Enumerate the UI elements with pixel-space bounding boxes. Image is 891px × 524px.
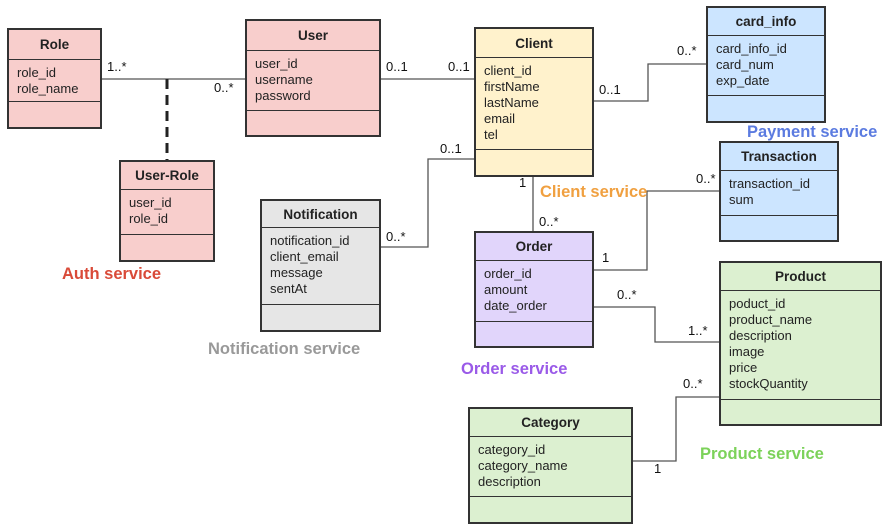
multiplicity-label: 1: [519, 175, 527, 190]
multiplicity-label: 0..1: [599, 82, 621, 97]
entity-attribute: client_id: [484, 63, 532, 78]
multiplicity-label: 0..*: [677, 43, 697, 58]
multiplicity-label: 0..*: [386, 229, 406, 244]
entity-title: card_info: [708, 8, 824, 36]
multiplicity-label: 0..1: [440, 141, 462, 156]
edge-order-transaction: [594, 190, 719, 271]
entity-attribute: exp_date: [716, 73, 770, 88]
service-label-notification: Notification service: [208, 340, 361, 358]
service-label-order: Order service: [461, 360, 568, 378]
edge-client-card-info: [594, 63, 706, 102]
entity-title: Order: [476, 233, 592, 261]
entity-title: User-Role: [121, 162, 213, 190]
entity-attribute: lastName: [484, 95, 539, 110]
entity-title: User: [247, 21, 379, 51]
entity-attribute: role_id: [17, 65, 57, 80]
multiplicity-label: 1: [602, 250, 610, 265]
entity-title: Role: [9, 30, 100, 60]
entity-attribute: date_order: [484, 298, 547, 313]
entity-attribute: tel: [484, 127, 498, 142]
multiplicity-label: 0..1: [448, 59, 470, 74]
edge-product-category: [633, 396, 719, 462]
multiplicity-label: 1..*: [107, 59, 127, 74]
entity-attribute: user_id: [255, 56, 298, 71]
entity-attribute: username: [255, 72, 313, 87]
entity-attribute: email: [484, 111, 516, 126]
multiplicity-label: 0..*: [683, 376, 703, 391]
multiplicity-label: 0..*: [696, 171, 716, 186]
entity-attribute: notification_id: [270, 233, 350, 248]
entity-attribute: category_id: [478, 442, 546, 457]
multiplicity-label: 0..*: [539, 214, 559, 229]
entity-attribute: card_info_id: [716, 41, 787, 56]
entity-attribute: amount: [484, 282, 528, 297]
entity-attribute: role_id: [129, 211, 169, 226]
entity-attribute: sentAt: [270, 281, 307, 296]
entity-attribute: poduct_id: [729, 296, 786, 311]
entity-title: Client: [476, 29, 592, 58]
entity-attribute: password: [255, 88, 311, 103]
entity-attribute: product_name: [729, 312, 813, 327]
entity-attribute: user_id: [129, 195, 172, 210]
entity-title: Notification: [262, 201, 379, 228]
entity-attribute: firstName: [484, 79, 540, 94]
multiplicity-label: 1: [654, 461, 662, 476]
edge-order-product: [594, 306, 719, 343]
entity-title: Transaction: [721, 143, 837, 171]
multiplicity-label: 0..1: [386, 59, 408, 74]
multiplicity-label: 0..*: [617, 287, 637, 302]
entity-attribute: description: [729, 328, 792, 343]
entity-attribute: message: [270, 265, 323, 280]
multiplicity-label: 1..*: [688, 323, 708, 338]
entity-attribute: client_email: [270, 249, 339, 264]
entity-attribute: stockQuantity: [729, 376, 808, 391]
entity-title: Category: [470, 409, 631, 437]
service-label-payment: Payment service: [747, 123, 878, 141]
service-label-auth: Auth service: [62, 265, 162, 283]
service-label-client: Client service: [540, 183, 648, 201]
entity-attribute: image: [729, 344, 765, 359]
entity-title: Product: [721, 263, 880, 291]
entity-attribute: category_name: [478, 458, 568, 473]
entity-attribute: sum: [729, 192, 754, 207]
entity-attribute: price: [729, 360, 758, 375]
entity-attribute: order_id: [484, 266, 532, 281]
entity-attribute: card_num: [716, 57, 774, 72]
service-label-product: Product service: [700, 445, 824, 463]
multiplicity-label: 0..*: [214, 80, 234, 95]
edge-client-notification: [381, 158, 474, 248]
entity-attribute: role_name: [17, 81, 79, 96]
entity-attribute: description: [478, 474, 541, 489]
entity-attribute: transaction_id: [729, 176, 810, 191]
